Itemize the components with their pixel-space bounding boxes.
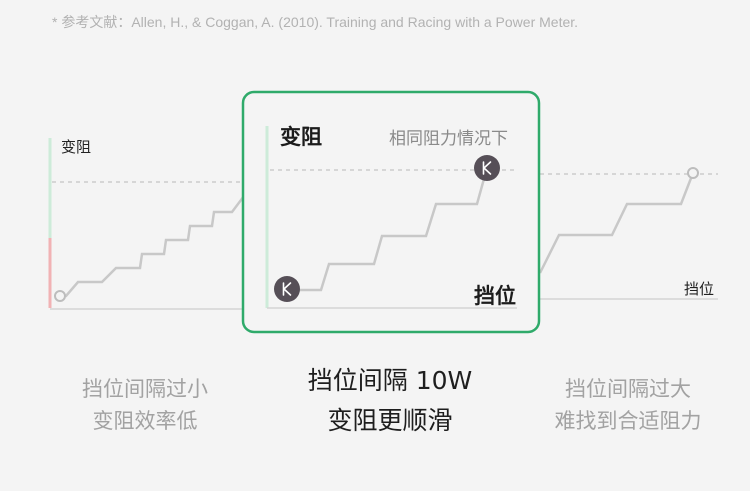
left-y-label: 变阻 <box>61 138 92 156</box>
center-caption: 挡位间隔 10W 变阻更顺滑 <box>307 366 473 435</box>
left-step-curve <box>60 195 245 298</box>
right-step-curve <box>538 172 695 274</box>
end-k-logo-icon <box>474 155 500 181</box>
center-note: 相同阻力情况下 <box>389 129 508 149</box>
highlight-card <box>241 90 541 334</box>
right-caption: 挡位间隔过大 难找到合适阻力 <box>554 377 702 433</box>
center-step-curve <box>287 167 489 292</box>
center-x-label: 挡位 <box>474 284 516 308</box>
reference-note: * 参考文献：Allen, H., & Coggan, A. (2010). T… <box>52 14 579 30</box>
start-k-logo-icon <box>274 276 300 302</box>
right-x-label: 挡位 <box>684 280 715 298</box>
right-end-dot <box>687 167 699 179</box>
center-y-label: 变阻 <box>280 125 322 149</box>
left-start-dot <box>54 290 66 302</box>
left-caption: 挡位间隔过小 变阻效率低 <box>82 377 208 433</box>
